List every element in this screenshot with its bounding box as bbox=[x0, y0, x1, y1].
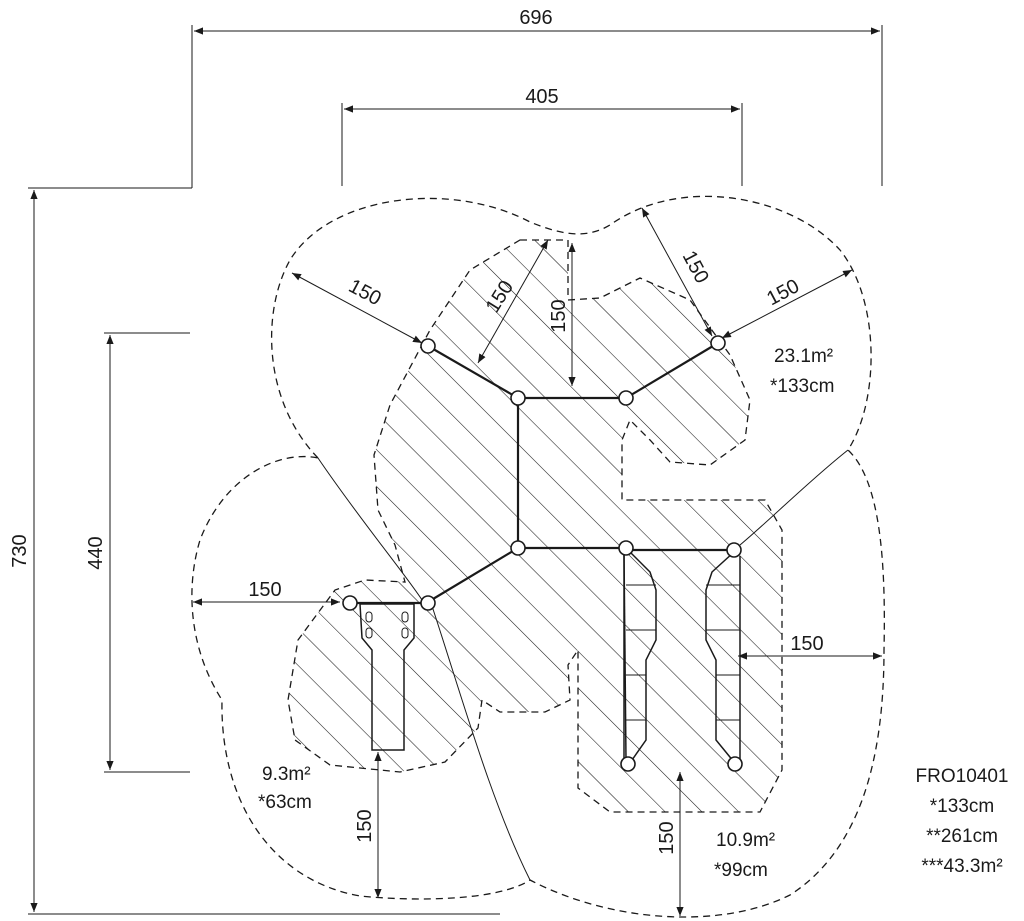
slide bbox=[359, 603, 415, 751]
fall-arrow-top-right-1 bbox=[641, 207, 713, 337]
fall-label-top-right-1: 150 bbox=[678, 247, 713, 287]
product-code: FRO10401 bbox=[916, 766, 1009, 787]
fall-arrow-diagonal bbox=[477, 239, 549, 364]
post-node bbox=[620, 756, 636, 772]
fall-label-top-right-2: 150 bbox=[763, 275, 803, 310]
fall-arrow-top-left bbox=[291, 272, 423, 344]
zone-left-height: *63cm bbox=[258, 792, 312, 813]
product-line-2: **261cm bbox=[926, 826, 998, 847]
zone-left-area: 9.3m² bbox=[262, 764, 311, 785]
post-node bbox=[420, 338, 436, 354]
post-node bbox=[726, 542, 742, 558]
product-line-3: ***43.3m² bbox=[921, 856, 1002, 877]
impact-area-hatched bbox=[287, 239, 783, 813]
fall-zone-outline bbox=[191, 195, 885, 918]
fall-zone-arc-left bbox=[317, 457, 425, 604]
ladder-right bbox=[705, 551, 741, 763]
inner-width-label: 405 bbox=[525, 86, 558, 108]
fall-arrow-top-right-2 bbox=[721, 269, 853, 339]
post-node bbox=[342, 595, 358, 611]
overall-width-label: 696 bbox=[519, 7, 552, 29]
overall-height-label: 730 bbox=[9, 534, 31, 567]
post-node bbox=[420, 595, 436, 611]
zone-bottom-area: 10.9m² bbox=[716, 830, 775, 851]
fall-label-vertical-top: 150 bbox=[548, 299, 570, 332]
inner-height-label: 440 bbox=[85, 536, 107, 569]
fall-label-right: 150 bbox=[790, 633, 823, 655]
post-node bbox=[710, 335, 726, 351]
post-node bbox=[510, 390, 526, 406]
zone-top-right-area: 23.1m² bbox=[774, 346, 833, 367]
equipment-frame bbox=[350, 342, 734, 605]
fall-zone-arc-bottom bbox=[429, 599, 531, 881]
fall-label-bottom-right: 150 bbox=[656, 821, 678, 854]
post-node bbox=[510, 540, 526, 556]
zone-top-right-height: *133cm bbox=[770, 376, 834, 397]
product-line-1: *133cm bbox=[930, 796, 994, 817]
zone-bottom-height: *99cm bbox=[714, 860, 768, 881]
fall-label-left: 150 bbox=[248, 579, 281, 601]
fall-label-bottom-left: 150 bbox=[354, 809, 376, 842]
post-node bbox=[618, 390, 634, 406]
post-node bbox=[618, 540, 634, 556]
ladder-left bbox=[623, 551, 657, 761]
fall-zone-arc-right bbox=[739, 449, 849, 546]
post-node bbox=[727, 756, 743, 772]
